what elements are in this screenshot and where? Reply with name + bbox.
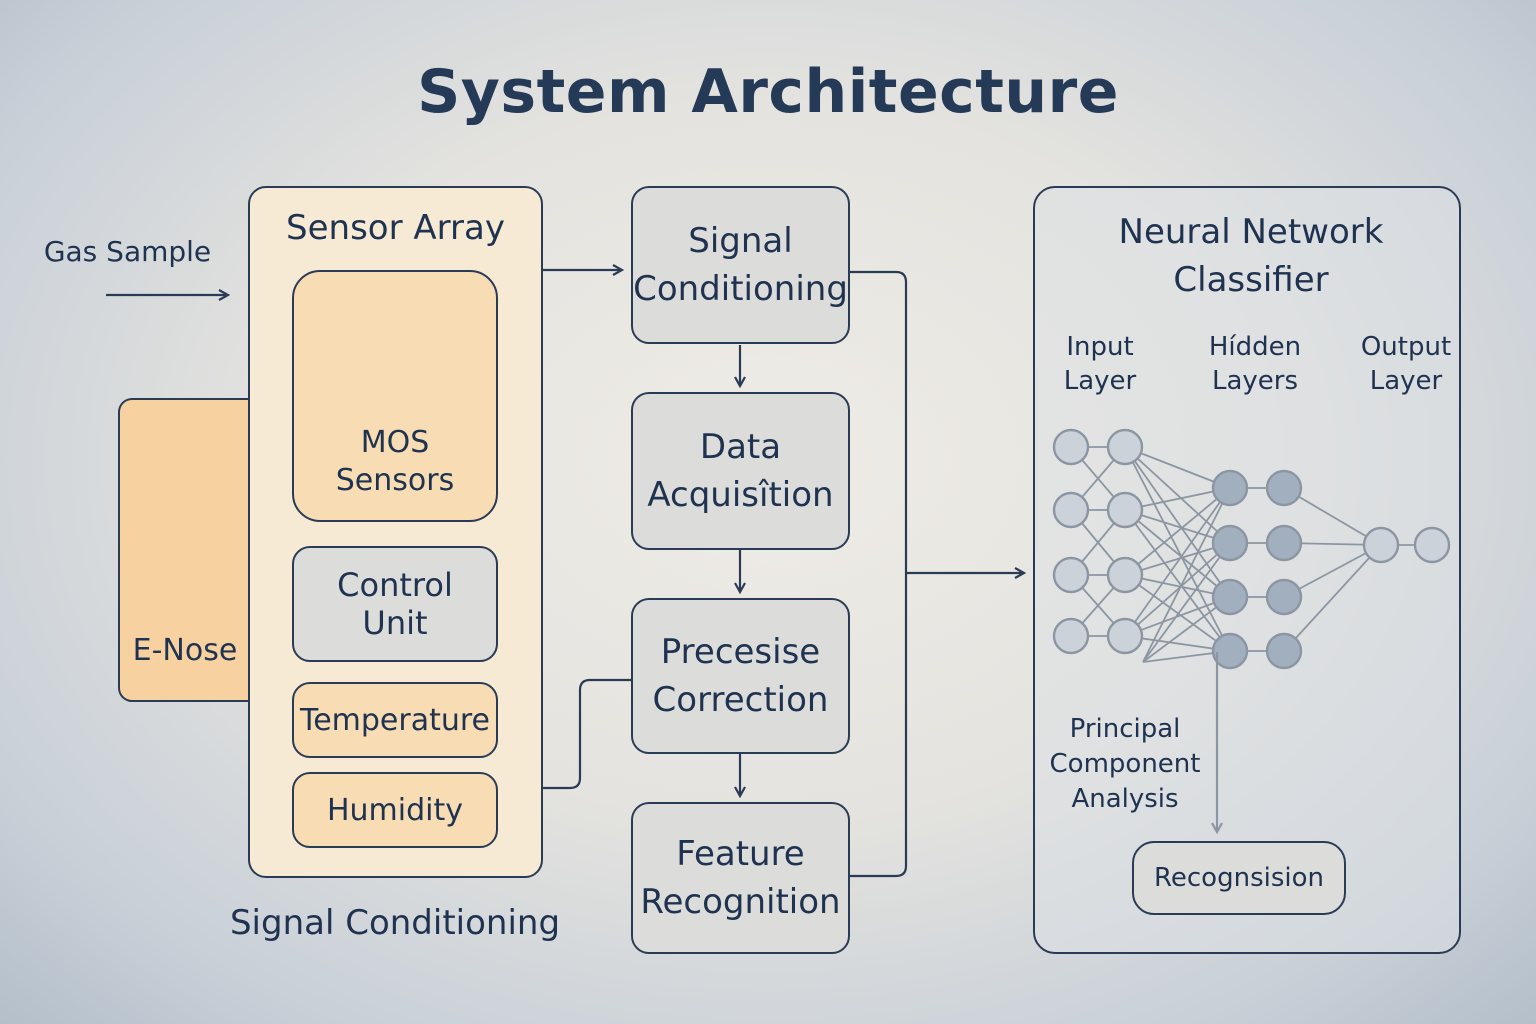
enose-box bbox=[118, 398, 252, 702]
input-layer-label: Input Layer bbox=[1040, 330, 1160, 398]
mos-line1: MOS bbox=[360, 425, 430, 460]
control-unit-box: Control Unit bbox=[292, 546, 498, 662]
acq-line2: Acquisîtion bbox=[647, 475, 834, 515]
signal-bus-line bbox=[850, 270, 908, 878]
classifier-title-line1: Neural Network bbox=[1118, 212, 1384, 252]
data-acquisition-box: Data Acquisîtion bbox=[631, 392, 850, 550]
pca-label: Principal Component Analysis bbox=[1040, 712, 1210, 817]
sensor-array-title: Sensor Array bbox=[286, 208, 505, 248]
input-line2: Layer bbox=[1063, 366, 1137, 396]
corr-line2: Correction bbox=[652, 680, 829, 720]
enose-label: E-Nose bbox=[132, 633, 238, 668]
hidden-line2: Layers bbox=[1211, 366, 1299, 396]
input-line1: Input bbox=[1066, 332, 1134, 362]
control-line1: Control bbox=[337, 566, 453, 604]
recognition-output-box: Recognsision bbox=[1132, 841, 1346, 915]
mos-line2: Sensors bbox=[335, 463, 455, 498]
humidity-to-correction-line bbox=[543, 678, 631, 790]
pca-line2: Component bbox=[1049, 749, 1201, 779]
signal-line2: Conditioning bbox=[633, 269, 848, 309]
humidity-box: Humidity bbox=[292, 772, 498, 848]
humidity-label: Humidity bbox=[326, 792, 464, 828]
corr-line1: Precesise bbox=[660, 632, 821, 672]
recognition-label: Recognsision bbox=[1153, 863, 1324, 893]
classifier-title-line2: Classifier bbox=[1173, 260, 1329, 300]
signal-line1: Signal bbox=[688, 221, 793, 261]
page-title: System Architecture bbox=[417, 57, 1119, 127]
hidden-layers-label: Hídden Layers bbox=[1190, 330, 1320, 398]
temperature-box: Temperature bbox=[292, 682, 498, 758]
signal-conditioning-caption: Signal Conditioning bbox=[229, 903, 561, 943]
correction-box: Precesise Correction bbox=[631, 598, 850, 754]
gas-sample-label: Gas Sample bbox=[43, 235, 212, 268]
hidden-line1: Hídden bbox=[1208, 332, 1302, 362]
mos-sensors-box bbox=[292, 270, 498, 522]
temperature-label: Temperature bbox=[299, 702, 491, 738]
acq-line1: Data bbox=[699, 427, 782, 467]
output-line2: Layer bbox=[1369, 366, 1443, 396]
classifier-title: Neural Network Classifier bbox=[1033, 208, 1469, 304]
signal-conditioning-box: Signal Conditioning bbox=[631, 186, 850, 344]
pca-line3: Analysis bbox=[1071, 784, 1179, 814]
classifier-panel bbox=[1033, 186, 1461, 954]
feature-recognition-box: Feature Recognition bbox=[631, 802, 850, 954]
feat-line2: Recognition bbox=[640, 882, 841, 922]
output-layer-label: Output Layer bbox=[1345, 330, 1467, 398]
pca-line1: Principal bbox=[1069, 714, 1181, 744]
control-line2: Unit bbox=[362, 604, 428, 642]
feat-line1: Feature bbox=[676, 834, 805, 874]
mos-sensors-label: MOS Sensors bbox=[292, 424, 498, 500]
output-line1: Output bbox=[1360, 332, 1452, 362]
